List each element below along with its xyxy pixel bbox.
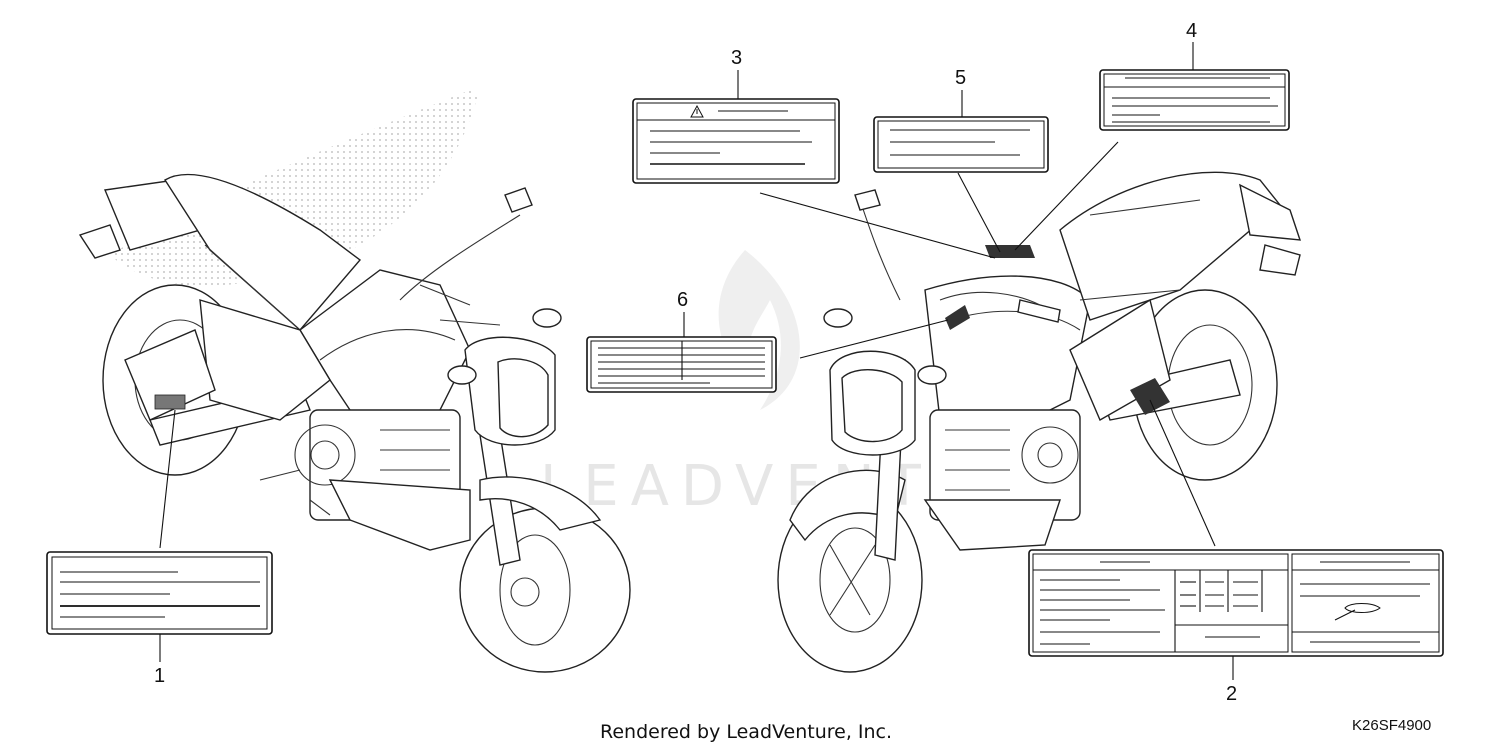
callout-4: 4 xyxy=(1186,20,1197,42)
label-6[interactable]: 6 xyxy=(586,289,777,393)
label-3[interactable]: 3 xyxy=(632,47,840,184)
label-2[interactable]: 2 xyxy=(1028,549,1444,705)
label-5[interactable]: 5 xyxy=(873,67,1049,173)
callout-3: 3 xyxy=(731,47,742,69)
rendered-by-text: Rendered by LeadVenture, Inc. xyxy=(600,721,892,743)
callout-1: 1 xyxy=(154,665,165,687)
callout-6: 6 xyxy=(677,289,688,311)
callout-5: 5 xyxy=(955,67,966,89)
motorcycle-left-view xyxy=(78,90,631,673)
label-1[interactable]: 1 xyxy=(46,551,273,687)
diagram-code: K26SF4900 xyxy=(1352,717,1431,734)
warning-triangle-icon xyxy=(690,104,704,118)
callout-2: 2 xyxy=(1226,683,1237,705)
motorcycle-right-view xyxy=(777,171,1302,673)
label-4[interactable]: 4 xyxy=(1099,20,1290,131)
leader-lines xyxy=(159,141,1216,549)
